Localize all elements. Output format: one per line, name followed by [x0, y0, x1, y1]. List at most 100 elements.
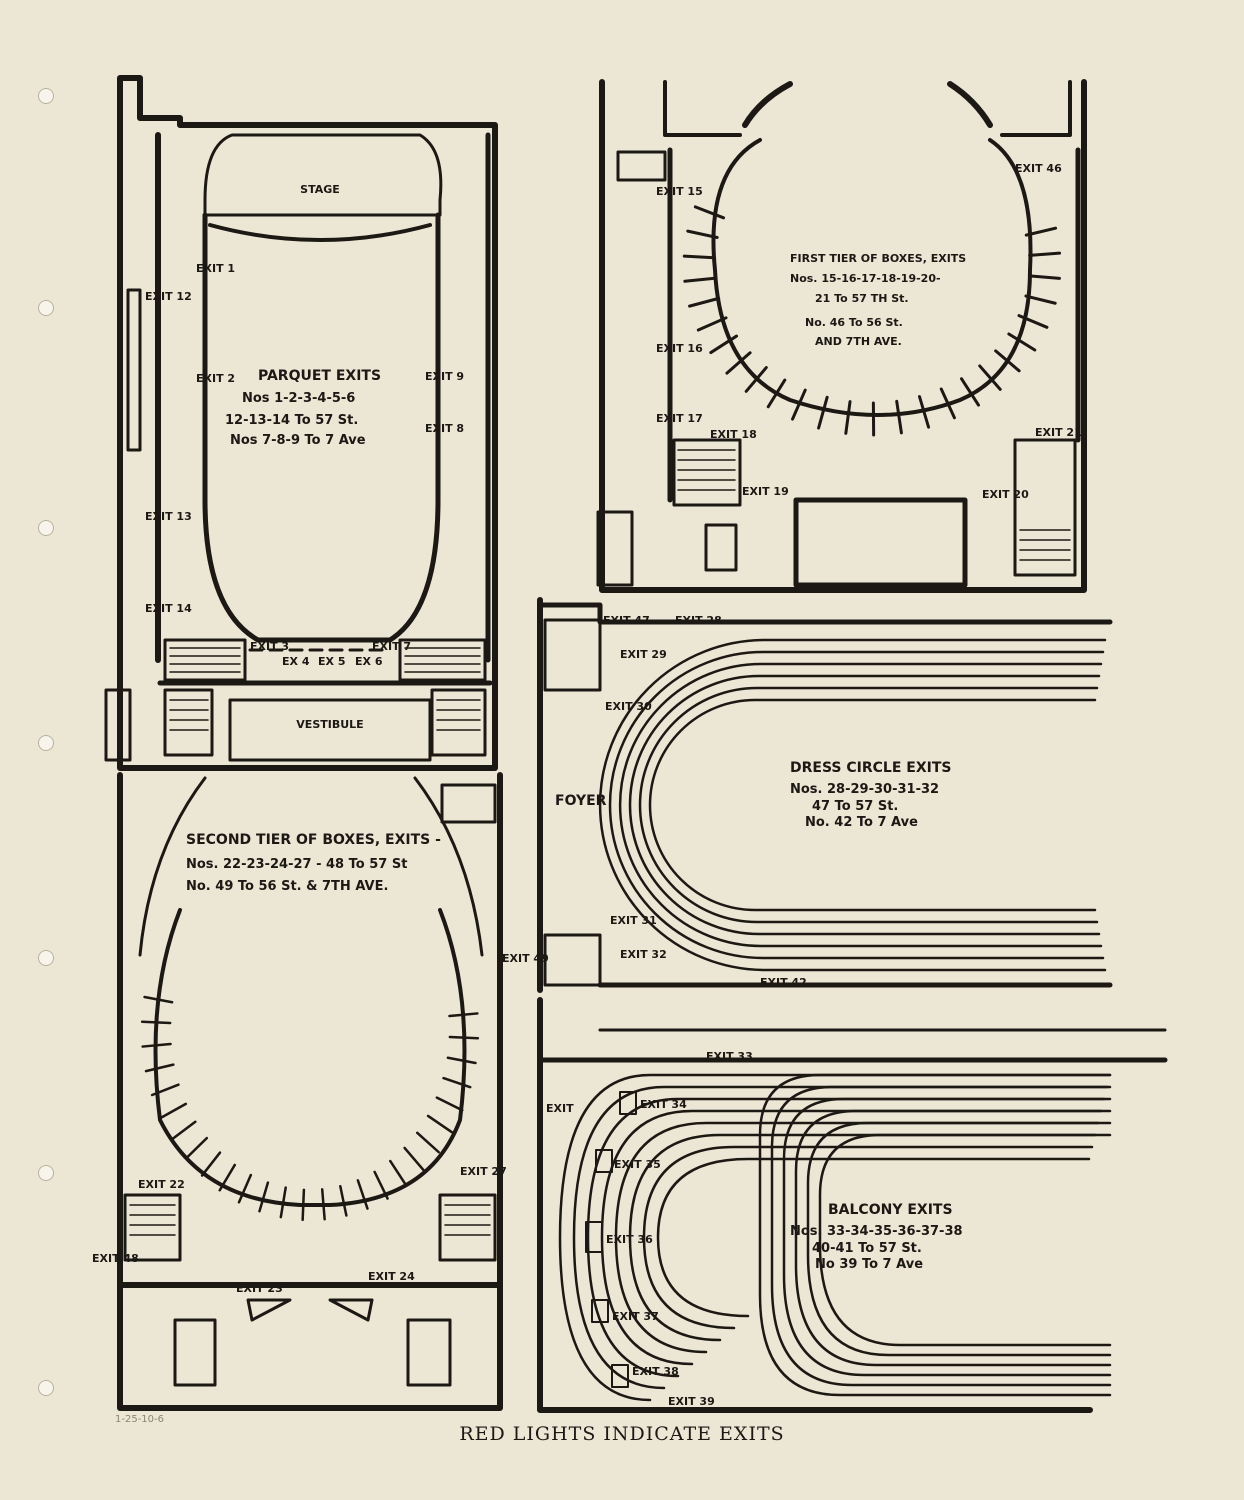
box-divider: [994, 349, 1021, 373]
exit-label: EXIT 14: [145, 602, 192, 615]
box-divider: [682, 254, 716, 260]
box-divider: [141, 1042, 172, 1048]
first-tier-title: FIRST TIER OF BOXES, EXITS: [790, 252, 966, 265]
box-divider: [258, 1181, 270, 1213]
exit-label: EX 5: [318, 655, 345, 668]
seat-row: [642, 1145, 1094, 1330]
exit-label: EXIT 49: [502, 952, 549, 965]
box-divider: [1024, 226, 1058, 237]
exit-label: EX 6: [355, 655, 383, 668]
seat-row: [648, 698, 1097, 912]
exit-label: EXIT 2: [196, 372, 235, 385]
box-divider: [339, 1184, 348, 1217]
seat-row: [628, 674, 1101, 936]
box-divider: [1017, 314, 1049, 329]
exit-label: EXIT 7: [372, 640, 411, 653]
box-divider: [144, 1063, 175, 1073]
box-divider: [415, 1131, 440, 1154]
box-divider: [688, 296, 721, 308]
box-divider: [817, 395, 829, 430]
second-tier-line: Nos. 22-23-24-27 - 48 To 57 St: [186, 857, 407, 872]
seat-row: [782, 1097, 1112, 1377]
first-tier-plan: [596, 79, 1087, 593]
exit-label: EX 4: [282, 655, 310, 668]
exit-label: EXIT 12: [145, 290, 192, 303]
exit-label: EXIT 19: [742, 485, 789, 498]
first-tier-line: AND 7TH AVE.: [815, 335, 902, 348]
binding-hole: [38, 735, 54, 751]
parquet-line: Nos 1-2-3-4-5-6: [242, 391, 355, 406]
dress-circle-line: Nos. 28-29-30-31-32: [790, 782, 939, 797]
box-divider: [301, 1188, 306, 1222]
box-divider: [693, 205, 726, 220]
second-tier-title: SECOND TIER OF BOXES, EXITS -: [186, 832, 441, 848]
box-divider: [696, 316, 728, 332]
seat-row: [598, 638, 1107, 972]
box-divider: [159, 1102, 188, 1119]
exit-label: EXIT 20: [982, 488, 1029, 501]
exit-label: EXIT 13: [145, 510, 192, 523]
dress-circle-title: DRESS CIRCLE EXITS: [790, 760, 951, 776]
seat-row: [638, 686, 1099, 924]
box-divider: [403, 1146, 425, 1172]
pencil-note: 1-25-10-6: [115, 1414, 164, 1425]
box-divider: [140, 1020, 172, 1025]
binding-hole: [38, 1165, 54, 1181]
exit-label: EXIT 23: [236, 1282, 283, 1295]
seat-row: [558, 1073, 1112, 1402]
exit-label: EXIT 34: [640, 1098, 687, 1111]
exit-label: EXIT 35: [614, 1158, 661, 1171]
vestibule-label: VESTIBULE: [296, 718, 363, 731]
binding-hole: [38, 300, 54, 316]
exit-label: EXIT 32: [620, 948, 667, 961]
balcony-line: Nos. 33-34-35-36-37-38: [790, 1224, 963, 1239]
box-divider: [200, 1151, 222, 1177]
box-divider: [844, 400, 852, 435]
exit-label: EXIT 29: [620, 648, 667, 661]
box-divider: [150, 1083, 180, 1097]
box-divider: [959, 377, 980, 407]
exit-label: EXIT 1: [196, 262, 235, 275]
exit-label: EXIT 38: [632, 1365, 679, 1378]
box-divider: [766, 378, 787, 409]
parquet-line: Nos 7-8-9 To 7 Ave: [230, 433, 366, 448]
box-divider: [442, 1076, 472, 1089]
second-tier-line: No. 49 To 56 St. & 7TH AVE.: [186, 879, 388, 894]
binding-hole: [38, 520, 54, 536]
parquet-plan: [104, 75, 498, 771]
box-divider: [1007, 332, 1037, 352]
exit-label: EXIT 36: [606, 1233, 653, 1246]
seat-row: [618, 662, 1103, 948]
box-divider: [1028, 251, 1062, 257]
box-divider: [435, 1096, 464, 1112]
balcony-line: No 39 To 7 Ave: [815, 1257, 923, 1272]
exit-label: EXIT 22: [138, 1178, 185, 1191]
box-divider: [237, 1173, 253, 1204]
first-tier-line: Nos. 15-16-17-18-19-20-: [790, 272, 941, 285]
first-tier-line: No. 46 To 56 St.: [805, 316, 903, 329]
exit-label: EXIT 46: [1015, 162, 1062, 175]
box-divider: [1028, 274, 1061, 280]
seat-row: [586, 1097, 1106, 1378]
seat-row: [572, 1085, 1109, 1390]
box-divider: [791, 388, 807, 421]
exit-label: EXIT 30: [605, 700, 652, 713]
dress-circle-line: No. 42 To 7 Ave: [805, 815, 918, 830]
seat-row: [770, 1085, 1112, 1387]
box-divider: [184, 1136, 209, 1160]
parquet-line: 12-13-14 To 57 St.: [225, 413, 358, 428]
exit-label: EXIT 42: [760, 976, 807, 989]
seat-row: [614, 1121, 1100, 1354]
exit-label: EXIT 37: [612, 1310, 659, 1323]
exit-label: EXIT 15: [656, 185, 703, 198]
exit-label: EXIT 24: [368, 1270, 415, 1283]
box-divider: [389, 1159, 408, 1187]
dress-circle-plan: [537, 597, 1113, 993]
exit-label: EXIT 9: [425, 370, 464, 383]
exit-label: EXIT: [546, 1102, 574, 1115]
box-divider: [918, 395, 931, 429]
exit-label: EXIT 48: [92, 1252, 139, 1265]
exit-label: EXIT 18: [710, 428, 757, 441]
